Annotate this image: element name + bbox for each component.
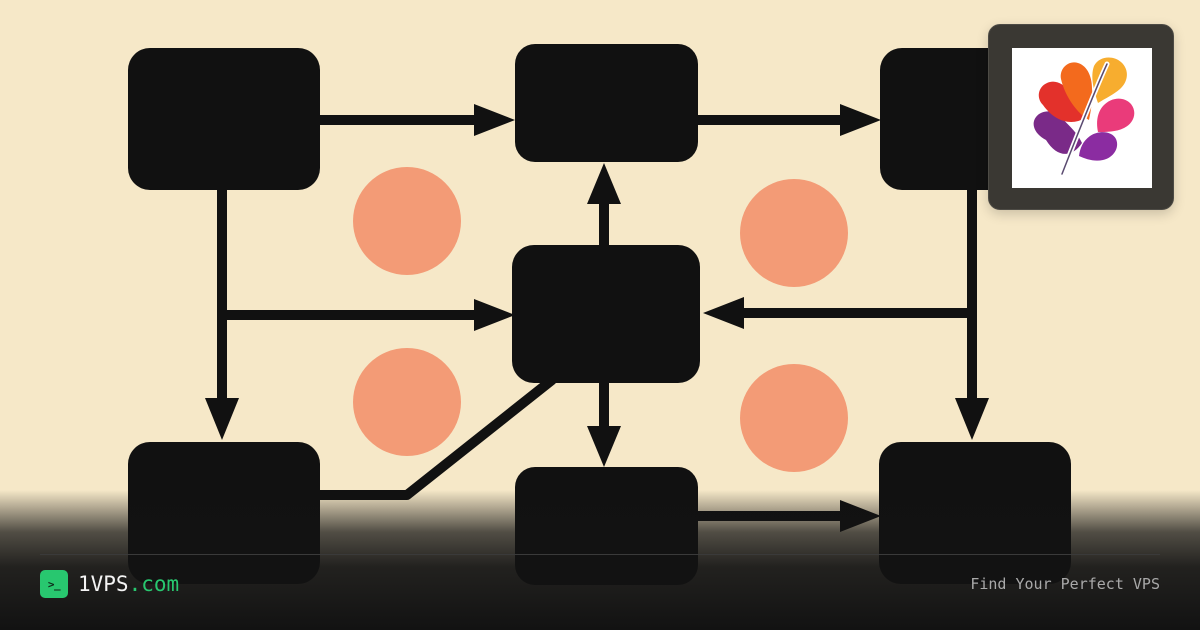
diagram-accents (353, 167, 848, 472)
brand-tld: .com (128, 572, 180, 596)
accent-circle-bottom-left (353, 348, 461, 456)
tagline: Find Your Perfect VPS (970, 575, 1160, 593)
logo-leaf-pink-lobe (1097, 98, 1135, 132)
brand-mark[interactable]: >_ 1VPS.com (40, 570, 179, 598)
arrowhead-down (955, 398, 989, 440)
node-bottom-left (128, 442, 320, 584)
arrowhead-down (205, 398, 239, 440)
accent-circle-top-right (740, 179, 848, 287)
node-top-center (515, 44, 698, 162)
accent-circle-bottom-right (740, 364, 848, 472)
arrowhead-right (840, 104, 881, 136)
terminal-prompt-glyph: >_ (47, 577, 61, 591)
arrowhead-right (474, 299, 515, 331)
node-top-left (128, 48, 320, 190)
arrowhead-right (840, 500, 881, 532)
brand-wordmark: 1VPS.com (78, 570, 179, 598)
logo-leaf-purple-lobe (1033, 111, 1082, 154)
brand-name: 1VPS (78, 572, 129, 596)
logo-card (988, 24, 1174, 210)
logo-leaf-yellow-lobe (1092, 57, 1127, 103)
arrowhead-right (474, 104, 515, 136)
logo-leaf-orange-lobe (1060, 62, 1093, 120)
arrowhead-left (703, 297, 744, 329)
arrowhead-down (587, 426, 621, 467)
node-bottom-right (879, 442, 1071, 584)
accent-circle-top-left (353, 167, 461, 275)
node-bottom-center (515, 467, 698, 585)
logo-tile (1012, 48, 1152, 188)
oak-leaf-logo-icon (1033, 57, 1135, 177)
node-center (512, 245, 700, 383)
logo-quill-line (1061, 63, 1108, 175)
footer-divider (40, 554, 1160, 555)
logo-leaf-red-lobe (1038, 81, 1085, 122)
terminal-prompt-icon: >_ (40, 570, 68, 598)
logo-leaf-violet-lobe (1079, 132, 1118, 161)
arrowhead-up (587, 163, 621, 204)
